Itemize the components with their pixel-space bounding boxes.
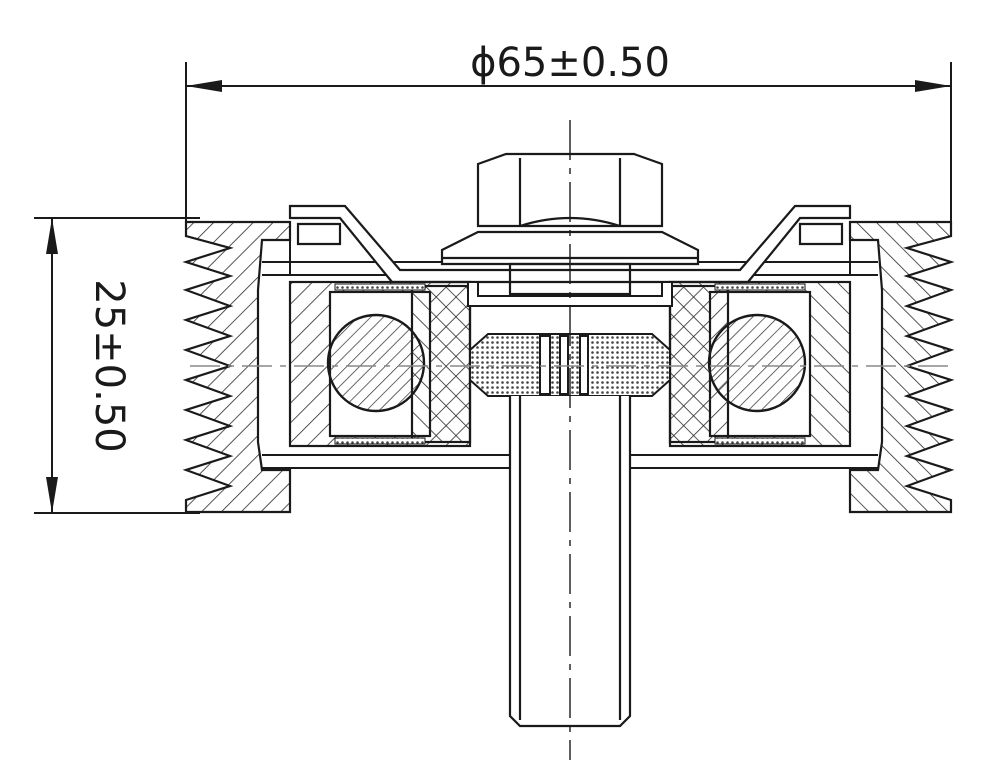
diameter-dimension [185, 62, 952, 232]
arrowhead-left [186, 80, 222, 92]
grease-core [469, 333, 671, 397]
arrowhead-right [915, 80, 951, 92]
spacer-washer [467, 281, 673, 307]
width-dimension [34, 217, 200, 514]
arrowhead-bottom [46, 477, 58, 513]
dust-cover [288, 204, 852, 284]
grease-seals [334, 283, 806, 445]
pulley-rim-left [182, 220, 292, 514]
pulley-rim-right [848, 220, 955, 514]
bearing-ball-left [326, 313, 426, 413]
center-lines [190, 120, 950, 760]
width-label: 25±0.50 [86, 279, 132, 452]
bearing-ball-right [707, 313, 807, 413]
diameter-label: ϕ65±0.50 [470, 40, 670, 86]
arrowhead-top [46, 218, 58, 254]
